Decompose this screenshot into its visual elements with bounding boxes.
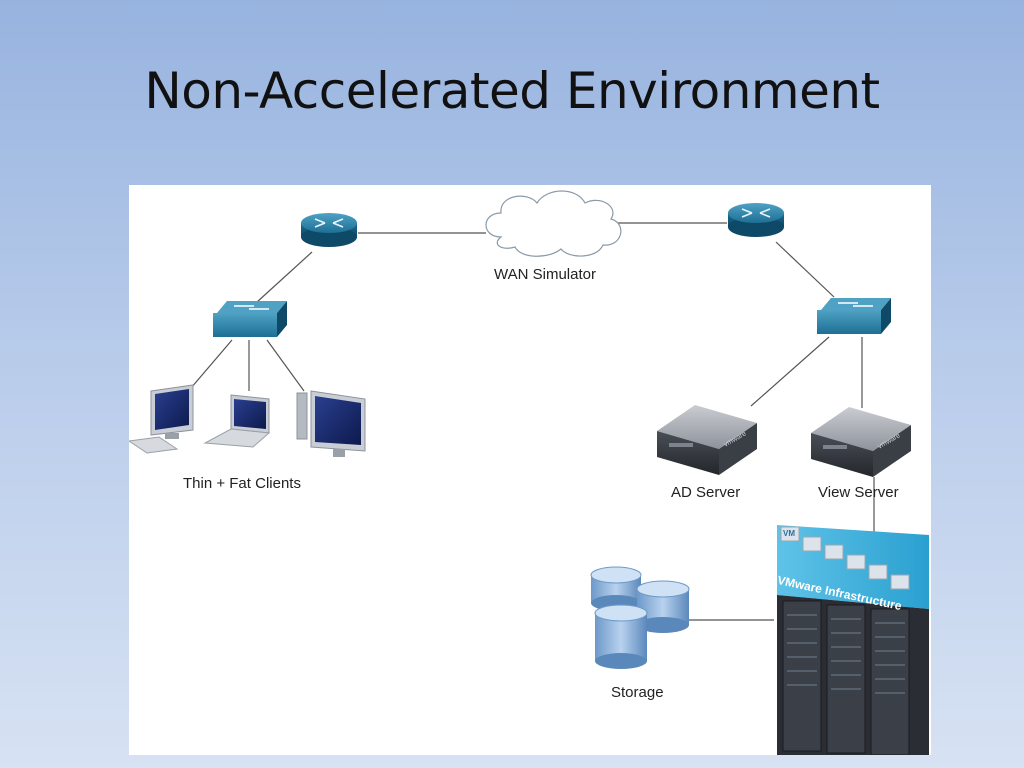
link-router-right-switch-right [775, 241, 835, 298]
label-view-server: View Server [818, 484, 899, 501]
vm-tag: VM [783, 529, 795, 538]
label-storage: Storage [611, 684, 664, 701]
thin-client-icon [296, 390, 366, 457]
switch-left-icon [213, 301, 287, 337]
switch-right-icon [817, 298, 891, 334]
wan-cloud-icon [485, 190, 622, 257]
router-right-icon [728, 203, 784, 237]
router-left-icon [301, 213, 357, 247]
desktop-client-icon [129, 384, 194, 454]
view-server-icon [811, 407, 911, 477]
link-switch-left-client3 [266, 339, 305, 392]
slide-title: Non-Accelerated Environment [144, 62, 880, 120]
link-switch-right-ad [750, 336, 830, 407]
label-ad-server: AD Server [671, 484, 741, 501]
vmware-infrastructure-icon [777, 525, 929, 755]
network-diagram: WAN Simulator Thin + Fat Clients AD Serv… [129, 185, 931, 755]
link-router-left-switch-left [256, 251, 313, 303]
ad-server-icon [657, 405, 757, 475]
label-clients: Thin + Fat Clients [183, 475, 301, 492]
laptop-client-icon [203, 394, 271, 448]
storage-disks-icon [590, 566, 690, 669]
label-wan-simulator: WAN Simulator [494, 266, 596, 283]
link-switch-left-client1 [190, 339, 233, 389]
